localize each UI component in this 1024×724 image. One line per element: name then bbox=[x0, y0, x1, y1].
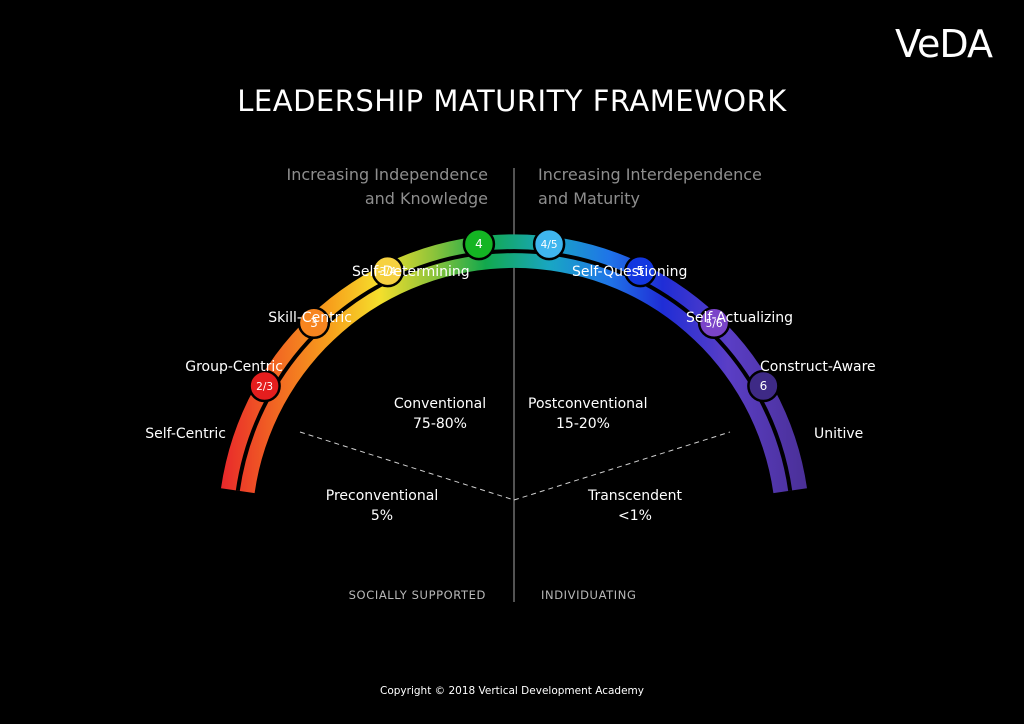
stage-label-self-determining: Self-Determining bbox=[352, 264, 470, 280]
stage-badge-circle bbox=[248, 369, 281, 403]
stage-badge-text: 4/5 bbox=[541, 239, 558, 251]
stage-badge-circle bbox=[624, 254, 657, 288]
zone-transcendent: Transcendent <1% bbox=[587, 488, 683, 524]
stage-badge-4-5: 4/5 bbox=[532, 227, 566, 261]
stage-badge-text: 5/6 bbox=[706, 318, 723, 330]
zone-postconventional: Postconventional 15-20% bbox=[528, 396, 648, 432]
stage-badge-circle bbox=[297, 306, 331, 340]
stage-badge-5-6: 5/6 bbox=[697, 306, 731, 340]
stage-badge-text: 2/3 bbox=[256, 381, 273, 393]
stage-badge-6: 6 bbox=[747, 369, 780, 403]
dashed-line-left bbox=[299, 431, 515, 501]
direction-right: Increasing Interdependence and Maturity bbox=[538, 165, 762, 208]
stage-label-skill-centric: Skill-Centric bbox=[268, 310, 352, 326]
stage-badge-circle bbox=[697, 306, 731, 340]
stage-label-unitive: Unitive bbox=[814, 426, 864, 442]
stage-badge-3-4: 3/4 bbox=[371, 254, 404, 288]
stage-badge-circle bbox=[747, 369, 780, 403]
zone-preconventional: Preconventional 5% bbox=[325, 488, 439, 524]
stage-label-self-centric: Self-Centric bbox=[145, 426, 226, 442]
stage-badge-circle bbox=[371, 254, 404, 288]
arc-inner-divider bbox=[235, 249, 793, 491]
stage-badge-text: 4 bbox=[475, 237, 483, 251]
stage-badge-circle bbox=[462, 227, 496, 261]
stage-label-group-centric: Group-Centric bbox=[185, 359, 283, 375]
stage-label-self-actualizing: Self-Actualizing bbox=[686, 310, 794, 326]
stage-badges: 2/3 3 3/4 4 4/5 5 5/6 6 bbox=[248, 227, 780, 403]
stage-badge-2-3: 2/3 bbox=[248, 369, 281, 403]
stage-badge-3: 3 bbox=[297, 306, 331, 340]
direction-left: Increasing Independence and Knowledge bbox=[286, 165, 488, 208]
copyright: Copyright © 2018 Vertical Development Ac… bbox=[380, 685, 644, 697]
stage-badge-text: 6 bbox=[760, 379, 768, 393]
stage-label-self-questioning: Self-Questioning bbox=[572, 264, 688, 280]
stage-badge-text: 3 bbox=[310, 316, 318, 330]
bottom-label-left: SOCIALLY SUPPORTED bbox=[348, 588, 486, 602]
dashed-line-right bbox=[513, 431, 731, 501]
page-title: LEADERSHIP MATURITY FRAMEWORK bbox=[237, 84, 787, 118]
veda-logo: VeDA bbox=[894, 22, 993, 66]
stage-badge-4: 4 bbox=[462, 227, 496, 261]
stage-label-construct-aware: Construct-Aware bbox=[760, 359, 876, 375]
zone-conventional: Conventional 75-80% bbox=[393, 396, 487, 432]
bottom-label-right: INDIVIDUATING bbox=[541, 588, 637, 602]
stage-badge-text: 5 bbox=[636, 264, 644, 278]
stage-badge-circle bbox=[532, 227, 566, 261]
stage-badge-text: 3/4 bbox=[379, 266, 396, 278]
stage-badge-5: 5 bbox=[624, 254, 657, 288]
rainbow-arc bbox=[221, 234, 807, 494]
